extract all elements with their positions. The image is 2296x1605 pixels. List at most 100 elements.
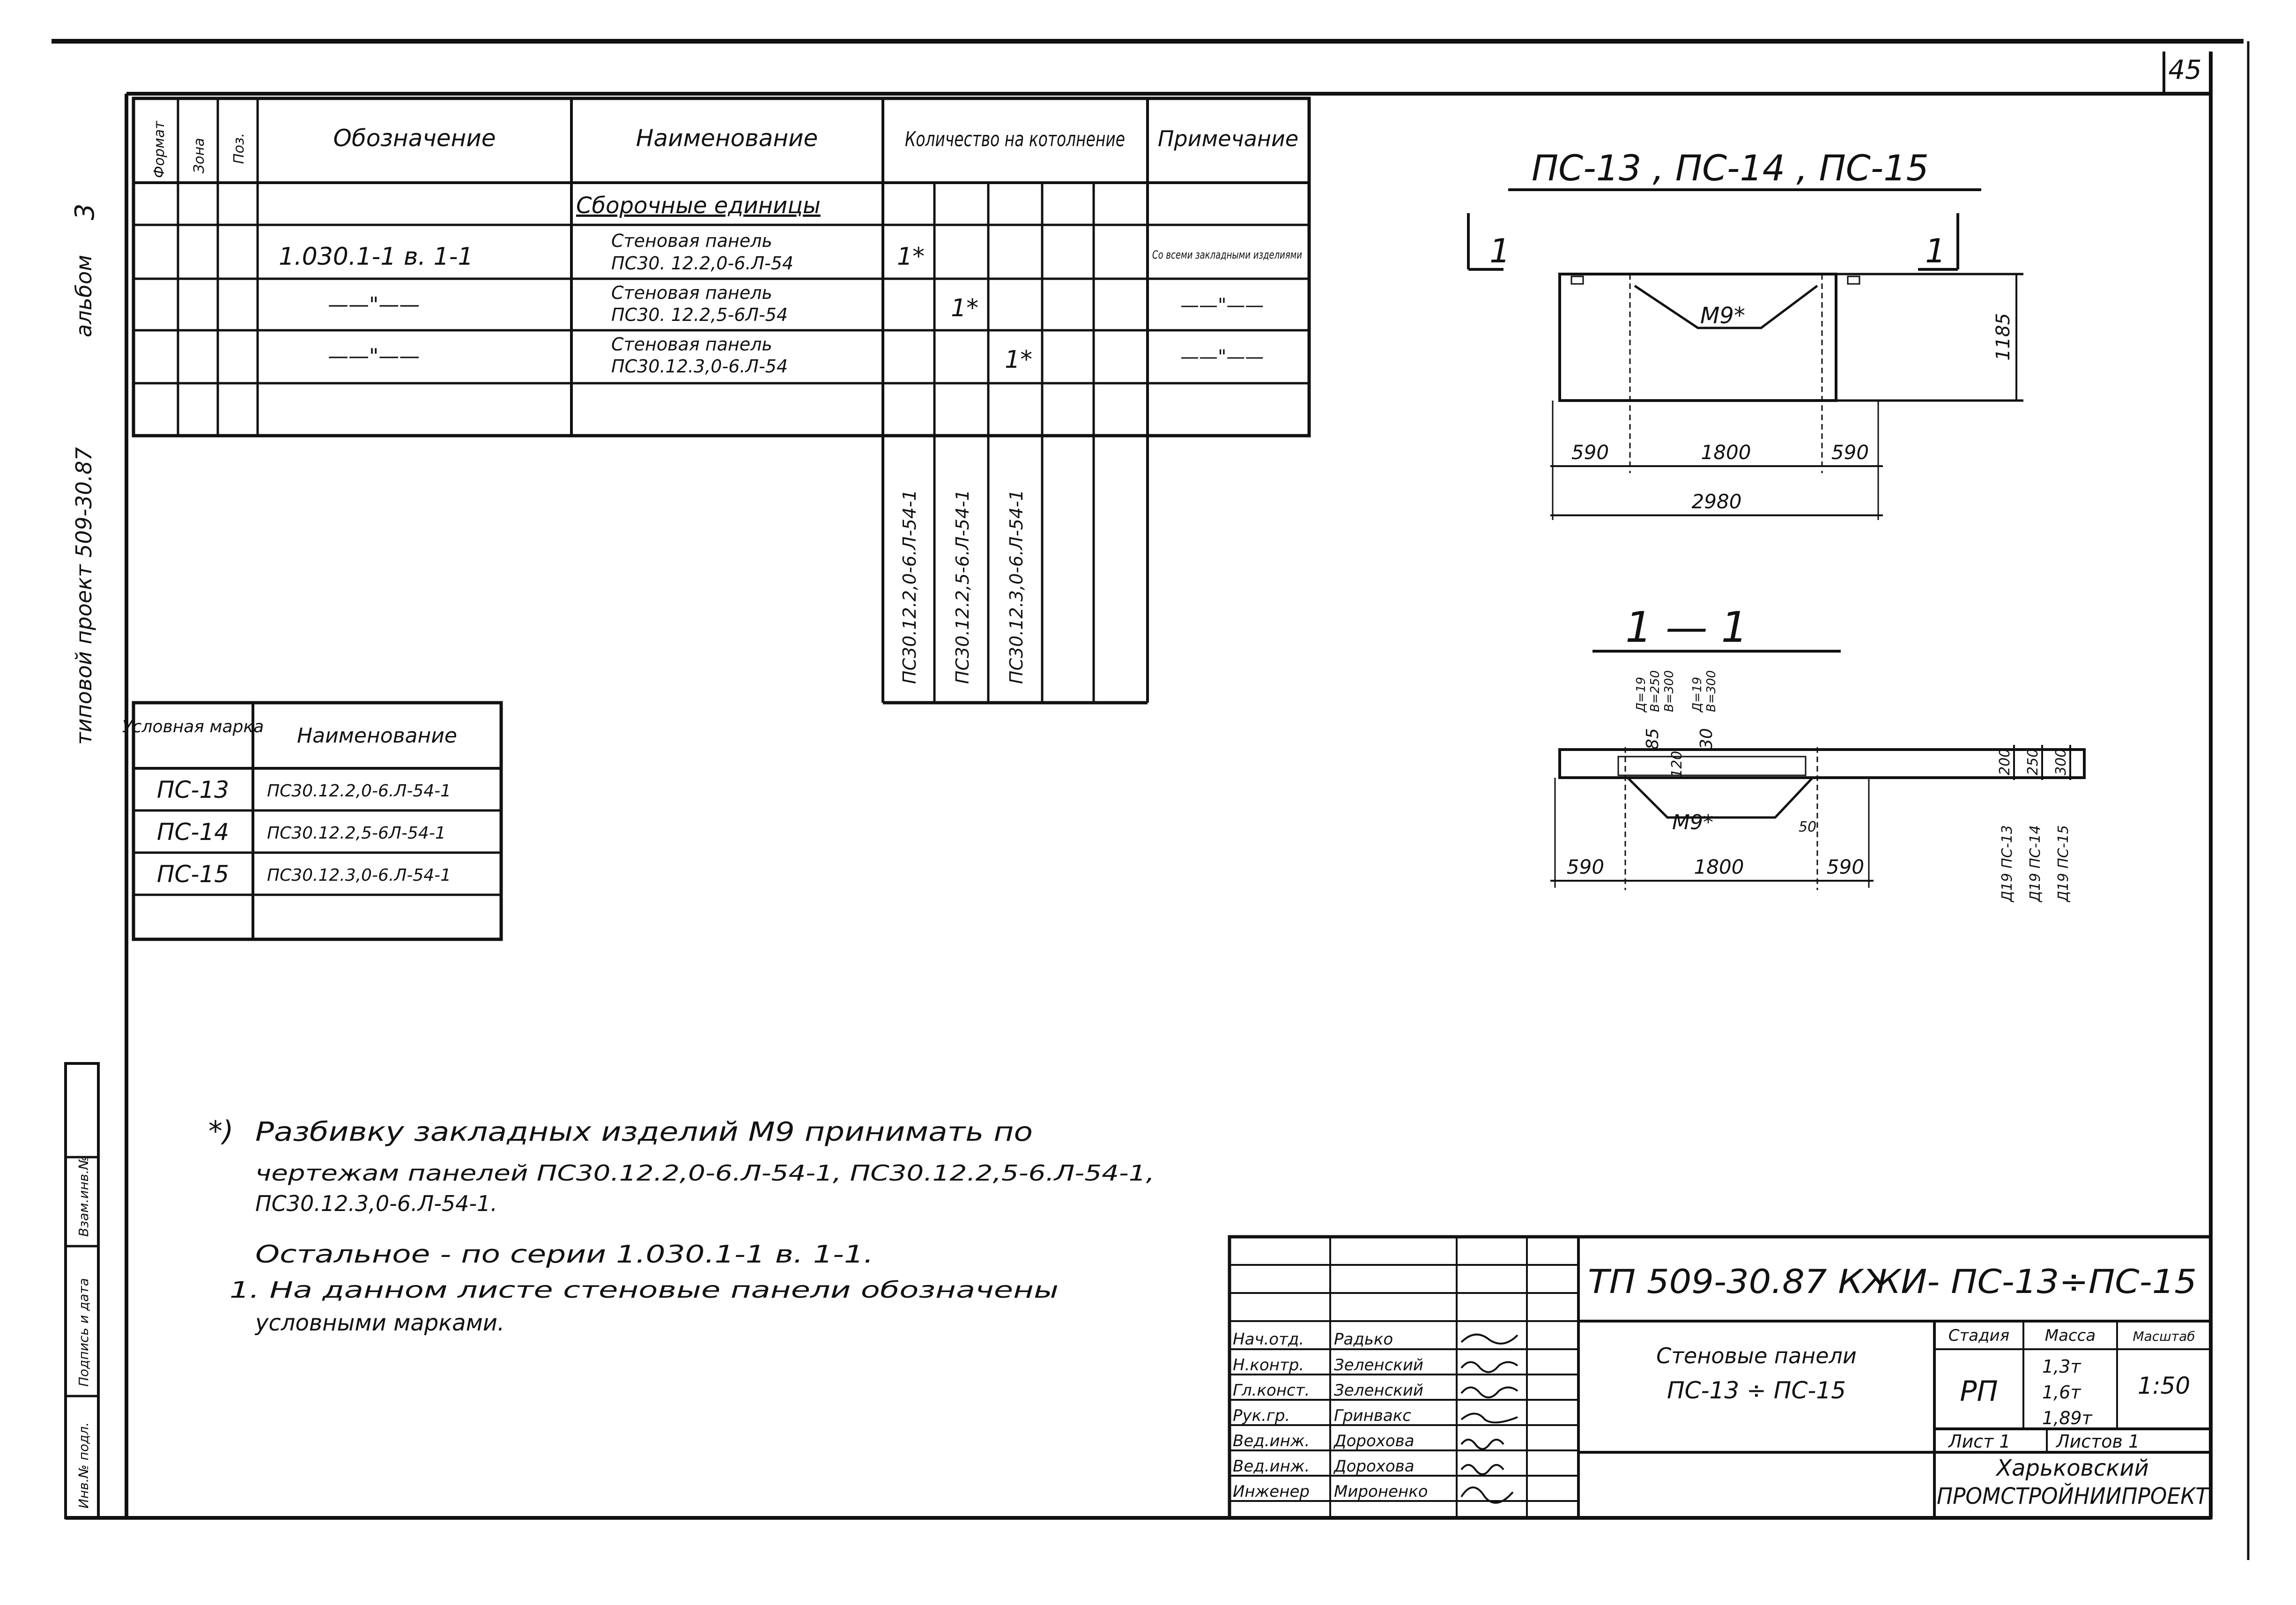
right-label-2: Д19 ПС-14: [2027, 825, 2044, 903]
page-number: 45: [2168, 55, 2201, 85]
col-designation-header: Обозначение: [333, 125, 496, 152]
mark-row1-name: ПС30.12.2,0-6.Л-54-1: [267, 781, 451, 801]
side-box-replace: Взам.инв.№: [76, 1156, 91, 1237]
stage-header: Стадия: [1948, 1326, 2009, 1345]
sheet-frame: [52, 39, 2250, 1560]
note-line-4: Остальное - по серии 1.030.1-1 в. 1-1.: [255, 1241, 874, 1269]
mass-2: 1,6т: [2042, 1382, 2081, 1403]
scale-value: 1:50: [2138, 1372, 2190, 1399]
side-project-label: типовой проект 509-30.87: [71, 447, 96, 745]
dim-left: 590: [1571, 441, 1609, 464]
col-zone-header: Зона: [191, 138, 207, 173]
title-code: ТП 509-30.87 КЖИ- ПС-13÷ПС-15: [1588, 1263, 2197, 1301]
mark-row2-name: ПС30.12.2,5-6Л-54-1: [267, 824, 446, 843]
row1-name1: Стеновая панель: [611, 230, 772, 251]
name-6: Дорохова: [1333, 1457, 1415, 1476]
mark-row3-mark: ПС-15: [157, 861, 229, 888]
side-box-sign: Подпись и дата: [76, 1278, 91, 1387]
note-line-2: чертежам панелей ПС30.12.2,0-6.Л-54-1, П…: [255, 1160, 1155, 1186]
doc-name-2: ПС-13 ÷ ПС-15: [1667, 1377, 1846, 1404]
top-dim-120: 120: [1669, 751, 1685, 778]
right-height-3: 300: [2053, 749, 2069, 775]
note-line-6: условными марками.: [254, 1310, 504, 1336]
marks-table: [132, 701, 503, 941]
role-4: Рук.гр.: [1233, 1406, 1290, 1425]
row2-name1: Стеновая панель: [611, 282, 772, 303]
org-line-2: ПРОМСТРОЙНИИПРОЕКТ: [1937, 1483, 2210, 1509]
insert-label-section: М9*: [1672, 810, 1713, 834]
scale-header: Масштаб: [2133, 1329, 2195, 1344]
note-line-5: 1. На данном листе стеновые панели обозн…: [230, 1277, 1059, 1303]
name-5: Дорохова: [1333, 1432, 1415, 1450]
sheets-label: Листов 1: [2055, 1431, 2140, 1452]
col-note-header: Примечание: [1158, 126, 1298, 151]
mass-header: Масса: [2045, 1326, 2096, 1345]
section-marker-right: 1: [1925, 232, 1946, 270]
col-qty-header: Количество на котолнение: [905, 127, 1125, 151]
row1-qty: 1*: [897, 243, 925, 271]
vertical-mark-3: ПС30.12.3,0-6.Л-54-1: [1006, 490, 1027, 684]
top-dim-30: 30: [1697, 728, 1716, 750]
vertical-mark-1: ПС30.12.2,0-6.Л-54-1: [899, 490, 920, 684]
side-album-number: 3: [70, 203, 100, 220]
role-3: Гл.конст.: [1233, 1381, 1310, 1400]
spec-table: [132, 97, 1311, 705]
top-label-b300-2: В=300: [1704, 670, 1718, 712]
row3-note: ——"——: [1180, 346, 1264, 368]
side-box-inv: Инв.№ подл.: [76, 1422, 91, 1508]
note-star: *): [208, 1115, 233, 1148]
right-height-1: 200: [1997, 749, 2013, 775]
top-dim-85: 85: [1643, 728, 1662, 750]
stage-value: РП: [1960, 1375, 1998, 1408]
marks-header-name: Наименование: [297, 724, 457, 748]
mass-3: 1,89т: [2042, 1408, 2093, 1428]
col-pos-header: Поз.: [231, 133, 247, 164]
sec-dim-left: 590: [1567, 855, 1604, 878]
name-1: Радько: [1334, 1330, 1393, 1349]
note-line-3: ПС30.12.3,0-6.Л-54-1.: [255, 1191, 497, 1216]
name-3: Зеленский: [1334, 1381, 1423, 1400]
row2-designation: ——"——: [328, 293, 420, 317]
marks-header-mark: Условная марка: [122, 717, 264, 736]
mark-row1-mark: ПС-13: [157, 776, 229, 803]
section-marker-left: 1: [1489, 232, 1511, 270]
doc-name-1: Стеновые панели: [1656, 1343, 1857, 1368]
row3-name2: ПС30.12.3,0-6.Л-54: [611, 356, 788, 377]
sheet-label: Лист 1: [1948, 1431, 2011, 1452]
row2-name2: ПС30. 12.2,5-6Л-54: [611, 305, 788, 325]
side-album-label: альбом: [71, 255, 96, 337]
org-line-1: Харьковский: [1995, 1455, 2148, 1481]
vertical-mark-2: ПС30.12.2,5-6.Л-54-1: [952, 490, 973, 684]
right-height-2: 250: [2025, 749, 2041, 775]
note-line-1: Разбивку закладных изделий М9 принимать …: [255, 1117, 1033, 1147]
col-name-header: Наименование: [636, 125, 818, 152]
role-1: Нач.отд.: [1233, 1330, 1304, 1349]
panel-elevation: [1467, 213, 2023, 520]
row2-note: ——"——: [1180, 295, 1264, 316]
role-6: Вед.инж.: [1233, 1457, 1310, 1476]
role-5: Вед.инж.: [1233, 1432, 1310, 1450]
section-1-1-title: 1 — 1: [1625, 603, 1748, 652]
drawing-title: ПС-13 , ПС-14 , ПС-15: [1532, 147, 1929, 189]
row2-qty: 1*: [951, 294, 978, 322]
dim-middle: 1800: [1701, 441, 1751, 464]
top-label-d19: Д=19: [1634, 677, 1648, 713]
row3-designation: ——"——: [328, 344, 420, 368]
mark-row3-name: ПС30.12.3,0-6.Л-54-1: [267, 866, 451, 885]
mark-row2-mark: ПС-14: [157, 818, 229, 846]
mass-1: 1,3т: [2042, 1356, 2081, 1377]
right-label-3: Д19 ПС-15: [2055, 825, 2072, 903]
dim-right: 590: [1831, 441, 1869, 464]
side-stamp: Инв.№ подл. Подпись и дата Взам.инв.№: [64, 1062, 100, 1519]
row1-note: Со всеми закладными изделиями: [1152, 248, 1302, 261]
row1-designation: 1.030.1-1 в. 1-1: [279, 243, 474, 271]
sec-dim-right: 590: [1827, 855, 1864, 878]
section-1-1: [1550, 745, 2086, 890]
name-7: Мироненко: [1334, 1482, 1428, 1501]
row3-qty: 1*: [1005, 346, 1032, 374]
top-label-d19-2: Д=19: [1690, 677, 1704, 713]
section-title: Сборочные единицы: [576, 193, 821, 219]
col-format-header: Формат: [151, 120, 168, 178]
name-4: Гринвакс: [1334, 1406, 1411, 1425]
